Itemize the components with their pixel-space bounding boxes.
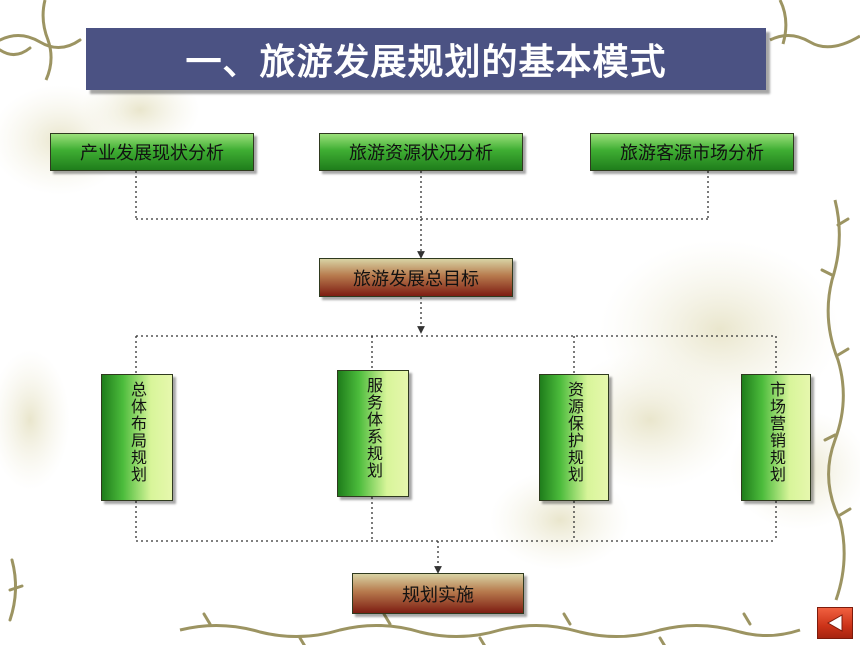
page-title: 一、旅游发展规划的基本模式	[185, 42, 667, 83]
box-resource-protection-plan-label: 资源保护规划	[565, 381, 584, 483]
box-tourism-resource-analysis: 旅游资源状况分析	[319, 133, 523, 171]
box-market-marketing-plan-label: 市场营销规划	[767, 381, 786, 483]
box-tourist-market-analysis: 旅游客源市场分析	[590, 133, 794, 171]
title-banner: 一、旅游发展规划的基本模式	[86, 28, 766, 90]
box-overall-layout-plan: 总体布局规划	[101, 374, 173, 501]
box-overall-layout-plan-label: 总体布局规划	[128, 381, 147, 483]
box-service-system-plan: 服务体系规划	[337, 370, 409, 497]
box-plan-implementation: 规划实施	[352, 573, 524, 614]
box-service-system-plan-label: 服务体系规划	[364, 377, 383, 479]
box-overall-development-goal: 旅游发展总目标	[319, 258, 513, 297]
back-button[interactable]	[817, 607, 853, 639]
left-triangle-arrow-icon	[826, 614, 843, 632]
box-resource-protection-plan: 资源保护规划	[539, 374, 609, 501]
box-industry-status-analysis: 产业发展现状分析	[50, 133, 254, 171]
box-market-marketing-plan: 市场营销规划	[741, 374, 811, 501]
